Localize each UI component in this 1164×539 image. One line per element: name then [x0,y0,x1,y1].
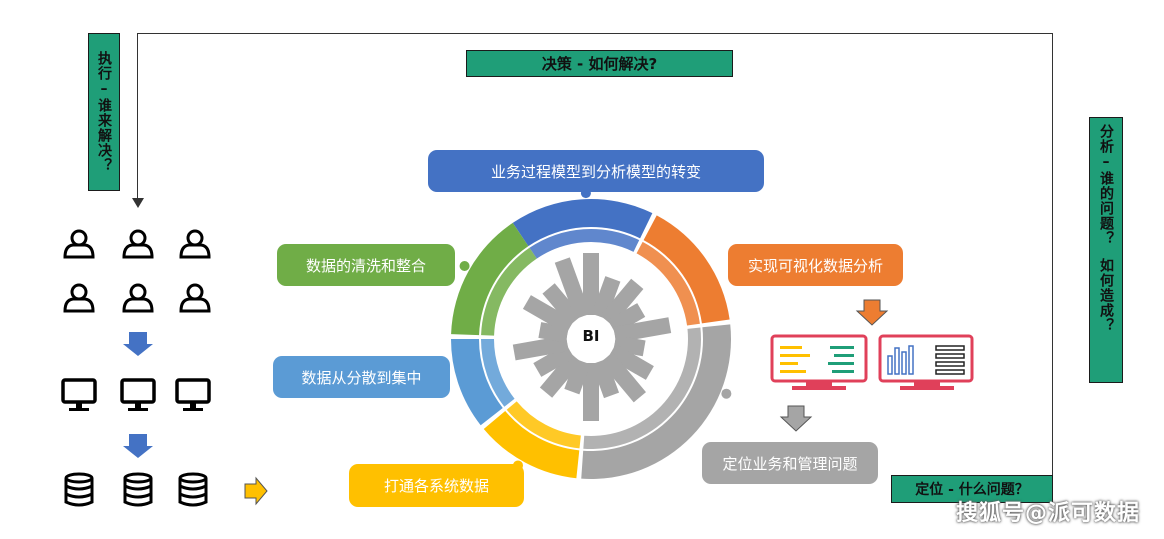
monitor-icon [61,378,97,411]
ring-notch-3 [459,261,470,271]
bi-center-label: BI [571,323,611,349]
pill-system-connect: 打通各系统数据 [349,464,524,507]
radial-bar-12 [533,344,575,377]
analysis-label: 分析–谁的问题？ 如何造成？ [1089,117,1123,383]
user-icon [63,229,95,259]
radial-bar-15 [522,295,575,334]
radial-bar-0 [583,253,599,315]
user-icon [122,229,154,259]
pill-data-clean: 数据的清洗和整合 [277,244,455,286]
ring-segment-lightblue-outer [451,339,503,426]
radial-bar-1 [591,276,621,320]
database-icon [178,472,208,507]
ring-segment-gray-inner [583,327,701,449]
watermark: 搜狐号@派可数据 [955,501,1140,526]
ring-center-disc [567,315,615,363]
database-icon [123,472,153,507]
pill-model-transform: 业务过程模型到分析模型的转变 [428,150,764,192]
pill-data-centralize: 数据从分散到集中 [273,356,450,398]
ring-segment-blue-outer [512,198,653,247]
pill-data-centralize-text: 数据从分散到集中 [301,368,422,387]
ring-notch-1 [721,388,732,399]
arrow-down-icon [123,332,153,356]
ring-segment-orange-inner [636,241,700,326]
radial-bar-3 [607,303,646,334]
users-row-1 [63,229,211,259]
ring-segment-green-inner [481,247,537,336]
user-icon [122,283,154,313]
user-icon [179,229,211,259]
radial-bar-4 [613,317,672,343]
users-row-2 [63,283,211,313]
monitor-icon [175,378,211,411]
ring-segment-green-outer [451,222,529,336]
bi-center-text: BI [582,327,600,345]
arrow-down-icon [123,434,153,458]
arrow-down-orange-icon [855,299,889,326]
analysis-label-text-b: 如何造成？ [1098,258,1114,333]
radial-bar-17 [554,257,591,320]
user-icon [179,283,211,313]
pill-system-connect-text: 打通各系统数据 [383,477,489,495]
ring-segment-yellow-inner [506,401,581,449]
ring-segment-yellow-outer [483,410,580,479]
decision-label: 决策 - 如何解决? [466,50,733,77]
ring-notch-0 [580,188,591,199]
locate-label: 定位 - 什么问题？ [891,475,1053,503]
monitors-row [61,378,211,411]
ring-segment-gray-outer [581,324,731,479]
frame-right-line [1052,33,1053,475]
ring-segment-lightblue-inner [481,339,515,407]
chart-monitor-icon [878,334,974,390]
database-icon [64,472,94,507]
pill-visual-analysis: 实现可视化数据分析 [728,244,903,286]
radial-bar-10 [564,358,591,395]
left-icon-column [61,229,211,507]
radial-bar-11 [539,352,582,398]
pill-visual-analysis-text: 实现可视化数据分析 [747,256,883,275]
ring-segment-orange-outer [643,215,730,324]
frame-top-line [137,33,1053,34]
arrow-down-gray-icon [779,405,813,432]
user-icon [63,283,95,313]
frame-left-line [137,33,138,203]
pill-locate-problem-text: 定位业务和管理问题 [722,454,858,473]
radial-bar-13 [512,335,569,361]
pill-data-clean-text: 数据的清洗和整合 [305,256,426,275]
radial-bar-9 [583,363,599,421]
bi-ring [451,188,732,479]
decision-label-text: 决策 - 如何解决? [541,55,658,73]
radial-bar-16 [542,283,582,326]
analysis-label-text-a: 分析–谁的问题？ [1098,124,1114,246]
chart-monitors [770,334,974,390]
ring-segment-blue-inner [529,229,640,259]
databases-row [64,472,208,507]
radial-bar-6 [607,344,654,380]
frame-left-arrowhead [132,198,144,208]
pill-model-transform-text: 业务过程模型到分析模型的转变 [490,162,701,181]
execute-label-text: 执行–谁来解决？ [96,51,112,173]
ring-notch-2 [513,460,523,471]
execute-label: 执行–谁来解决？ [88,33,120,191]
locate-label-text: 定位 - 什么问题？ [915,482,1029,498]
pill-locate-problem: 定位业务和管理问题 [702,442,878,484]
monitor-icon [120,378,156,411]
radial-bar-7 [600,352,646,403]
chart-monitor-icon [770,334,868,390]
radial-bar-2 [600,278,644,326]
arrow-right-icon [244,476,268,506]
